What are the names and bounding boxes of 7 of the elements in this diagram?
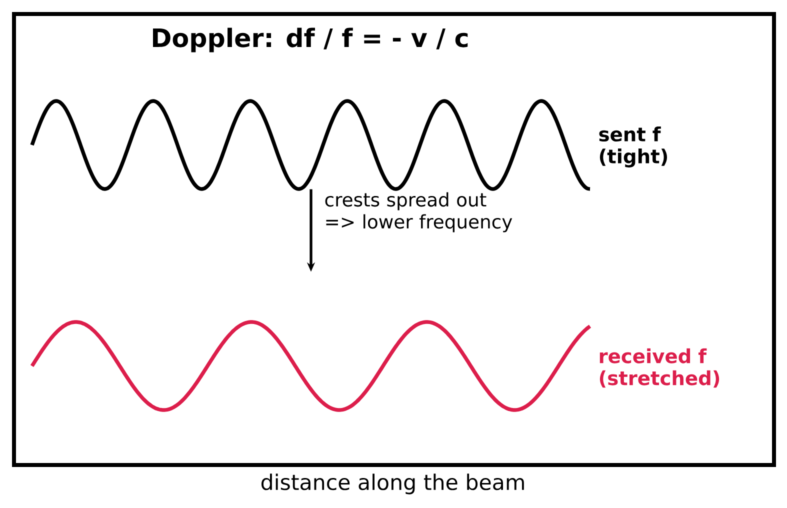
edge-label: crests spread out => lower frequency	[325, 192, 512, 232]
wave-drawing	[30, 320, 592, 412]
axis-label: distance along the beam	[261, 474, 524, 494]
wave-drawing	[30, 99, 592, 191]
wave-label: received f (stretched)	[600, 348, 720, 388]
title: Doppler: df / f = - v / c	[153, 28, 468, 52]
wave-label: sent f (tight)	[599, 126, 667, 168]
